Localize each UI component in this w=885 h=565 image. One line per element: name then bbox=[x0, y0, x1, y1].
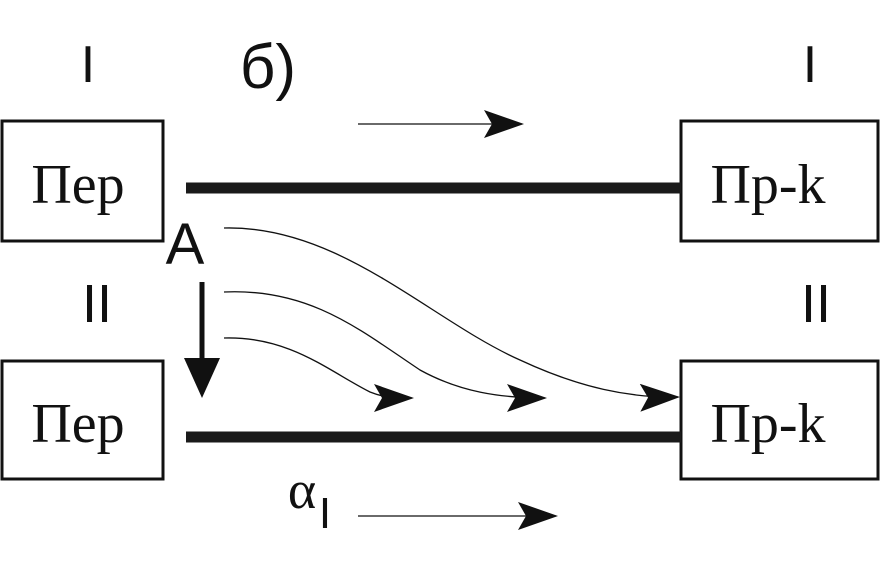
line1-right-label: I bbox=[803, 36, 817, 94]
line2-right-label: II bbox=[801, 274, 831, 334]
line1-left-label: I bbox=[81, 36, 95, 94]
line2-left-label: II bbox=[82, 274, 112, 334]
coupling-down-arrowhead bbox=[184, 358, 220, 398]
line1-transmitter-box bbox=[0, 119, 165, 243]
crosstalk-curve-far bbox=[223, 227, 680, 412]
line2-receiver-box bbox=[679, 359, 880, 481]
alpha-symbol: α bbox=[288, 460, 316, 520]
line2-receiver-label: Пр-k bbox=[710, 393, 825, 455]
alpha-subscript: I bbox=[319, 489, 331, 538]
line2-transmitter-box bbox=[0, 359, 165, 481]
panel-label: б) bbox=[240, 33, 296, 102]
point-a-label: A bbox=[166, 212, 205, 277]
crosstalk-curve-near bbox=[223, 337, 414, 412]
crosstalk-curve-mid bbox=[223, 291, 547, 412]
line2-transmitter-label: Пер bbox=[31, 393, 124, 455]
line1-transmitter-label: Пер bbox=[31, 154, 124, 216]
line1-receiver-box bbox=[679, 119, 880, 243]
line1-receiver-label: Пр-k bbox=[710, 154, 825, 216]
